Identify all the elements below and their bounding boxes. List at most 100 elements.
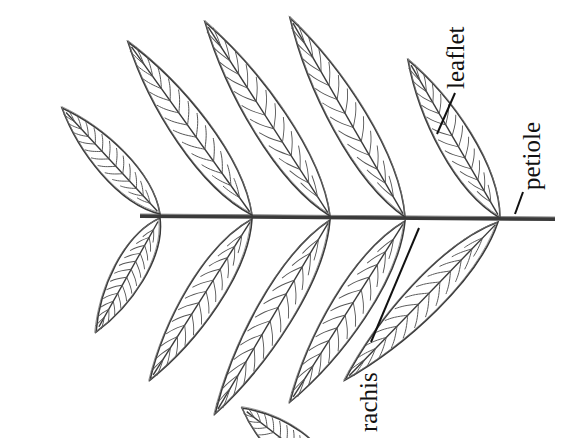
leaf-vein — [319, 340, 339, 363]
leaf-vein — [309, 68, 329, 92]
leaf-vein — [250, 111, 274, 136]
leaf-vein — [339, 123, 362, 148]
leaf-vein — [460, 166, 478, 186]
leaf-vein — [172, 307, 192, 328]
leaf-vein — [150, 85, 171, 107]
leaf-vein — [417, 88, 433, 107]
leaf-vein — [66, 110, 77, 122]
leaf-vein — [309, 334, 329, 357]
leaf-vein — [234, 84, 256, 109]
leaf-vein — [136, 61, 153, 80]
leaf-vein — [226, 70, 247, 94]
leaf-vein — [165, 109, 188, 133]
leaf-vein — [349, 357, 365, 374]
leaf-vein — [247, 314, 270, 339]
leaflet-sketch — [81, 211, 173, 340]
part-label: leaflet — [443, 27, 468, 89]
leaf-vein — [216, 387, 229, 406]
leaf-vein — [139, 245, 154, 260]
leaf-vein — [264, 286, 287, 311]
leaf-vein — [315, 82, 337, 107]
leaf-vein — [200, 262, 220, 283]
leaf-vein — [303, 37, 319, 58]
leaf-vein — [134, 253, 150, 269]
leaf-vein — [366, 331, 386, 351]
leaf-vein — [357, 344, 375, 363]
leaf-vein — [330, 295, 353, 319]
leaf-vein — [192, 146, 214, 169]
leaf-vein — [100, 297, 113, 311]
leaf-vein — [103, 288, 118, 303]
leaflet-drawing — [274, 7, 422, 226]
leaf-vein — [234, 342, 254, 365]
leaf-vein — [255, 300, 278, 325]
midrib — [247, 412, 332, 438]
leaflet-outline — [332, 210, 510, 392]
leaf-vein — [151, 357, 163, 373]
leaf-vein — [85, 142, 102, 159]
leaf-vein — [228, 375, 244, 396]
leaf-vein — [425, 84, 441, 103]
leaf-vein — [110, 271, 127, 287]
leaf-vein — [291, 26, 305, 46]
midrib — [66, 112, 157, 211]
leaf-vein — [73, 116, 86, 129]
leaf-vein — [178, 295, 199, 317]
leaf-vein — [207, 30, 221, 49]
leaf-vein — [327, 328, 349, 351]
leaf-vein — [339, 282, 361, 306]
leaf-vein — [142, 57, 159, 76]
leaf-vein — [323, 307, 345, 331]
part-label: petiole — [519, 122, 544, 190]
leaf-vein — [448, 260, 470, 282]
leaf-vein — [457, 137, 477, 158]
midrib — [293, 23, 403, 213]
leaflet-drawing — [50, 96, 173, 225]
leaf-vein — [322, 96, 345, 121]
leaf-vein — [108, 301, 121, 315]
leaf-vein — [204, 280, 225, 302]
leaf-vein — [124, 248, 140, 264]
leaflet-sketch — [274, 7, 421, 224]
leaf-vein — [272, 421, 288, 438]
leaf-vein — [161, 348, 176, 366]
leaf-vein — [405, 304, 429, 328]
leader-line — [371, 228, 419, 342]
leaflet-outline — [231, 394, 345, 438]
leaf-vein — [133, 47, 147, 65]
leaf-vein — [273, 273, 295, 297]
leaf-vein — [228, 52, 247, 75]
leaf-vein — [383, 326, 405, 348]
leaf-vein — [157, 97, 179, 120]
leaf-vein — [316, 321, 338, 344]
leaf-vein — [119, 255, 136, 271]
leaflet-sketch — [231, 393, 345, 438]
leaf-vein — [245, 77, 267, 102]
leaf-vein — [176, 325, 195, 345]
leaf-vein — [192, 273, 213, 295]
leaf-vein — [426, 282, 450, 306]
leader-line — [437, 93, 455, 134]
leaflet-drawing — [331, 209, 510, 393]
midrib — [349, 225, 495, 376]
leaf-vein — [416, 272, 440, 296]
leaf-vein — [211, 269, 231, 290]
leaflet-outline — [190, 12, 346, 226]
leaf-vein — [143, 237, 156, 251]
leaflet-outline — [50, 97, 171, 224]
leaf-vein — [159, 78, 180, 100]
leaf-vein — [259, 414, 273, 428]
leaf-vein — [182, 134, 205, 158]
leaf-vein — [93, 134, 110, 151]
leaf-vein — [295, 24, 309, 44]
leaflet-sketch — [190, 11, 346, 225]
leaf-vein — [347, 137, 369, 162]
leaf-vein — [303, 366, 319, 386]
leaf-vein — [362, 348, 380, 367]
leaf-vein — [438, 133, 458, 154]
leaflet-drawing — [81, 210, 174, 341]
leaf-vein — [319, 62, 339, 86]
leaf-vein — [469, 238, 487, 257]
leaf-vein — [236, 362, 254, 384]
leaf-vein — [265, 417, 280, 432]
